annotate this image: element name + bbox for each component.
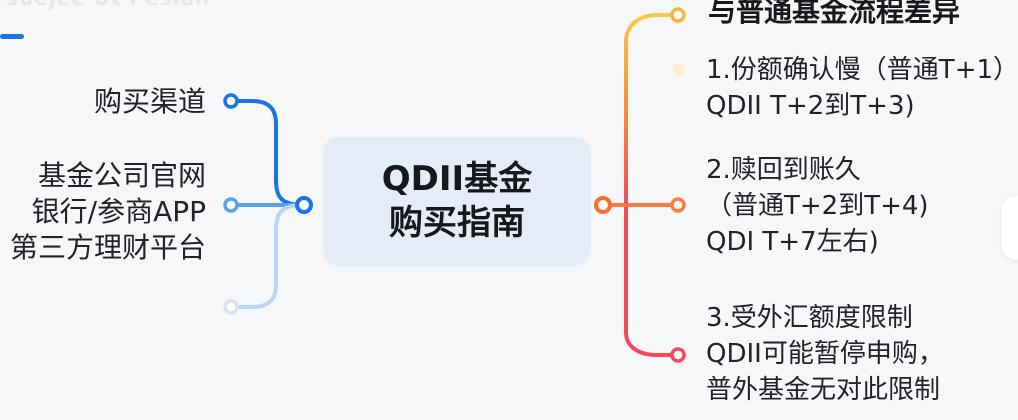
left-node-mid xyxy=(223,197,239,213)
channel-third-party: 第三方理财平台 xyxy=(9,231,206,264)
left-connector-bottom xyxy=(230,203,306,309)
difference-item-2-line-2: （普通T+2到T+4) xyxy=(706,191,929,221)
right-node-bottom xyxy=(670,347,686,363)
branch-heading-process-difference: 与普通基金流程差异 xyxy=(708,0,961,28)
bullet-dot xyxy=(673,64,685,76)
left-node-top xyxy=(223,93,239,109)
difference-item-3-line-3: 普外基金无对此限制 xyxy=(706,375,941,405)
side-panel-tab[interactable] xyxy=(1002,196,1018,260)
right-connector-lower xyxy=(624,203,678,357)
channel-fund-company: 基金公司官网 xyxy=(37,159,206,192)
left-connector-top xyxy=(230,99,306,207)
difference-item-2-line-1: 2.赎回到账久 xyxy=(706,155,861,185)
central-topic[interactable]: QDII基金 购买指南 xyxy=(324,137,590,265)
central-topic-line-1: QDII基金 xyxy=(381,159,533,199)
channel-bank-broker-app: 银行/参商APP xyxy=(31,195,206,228)
right-node-mid xyxy=(670,197,686,213)
watermark: suejee Ut i esian xyxy=(6,0,210,10)
right-hub-node xyxy=(594,196,612,214)
difference-item-2-line-3: QDI T+7左右) xyxy=(706,227,879,257)
left-hub-node xyxy=(295,196,313,214)
branch-label-purchase-channels: 购买渠道 xyxy=(93,85,206,118)
right-node-top xyxy=(670,7,686,23)
difference-item-1-line-1: 1.份额确认慢（普通T+1） xyxy=(706,55,1018,85)
difference-item-1-line-2: QDII T+2到T+3) xyxy=(706,91,915,121)
left-node-bottom xyxy=(223,299,239,315)
central-topic-line-2: 购买指南 xyxy=(389,203,525,243)
difference-item-3-line-1: 3.受外汇额度限制 xyxy=(706,303,913,333)
difference-item-3-line-2: QDII可能暂停申购， xyxy=(706,339,944,369)
right-connector-trunk xyxy=(624,13,678,207)
accent-bar xyxy=(0,34,24,39)
